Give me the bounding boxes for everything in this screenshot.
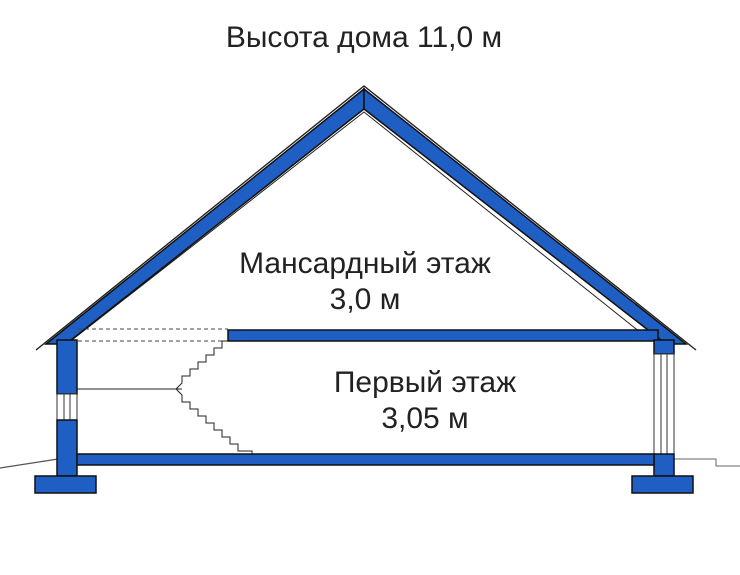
roof-rafter-left	[43, 87, 365, 345]
ground-floor-slab	[76, 453, 655, 466]
roof-inner-line	[71, 111, 651, 341]
left-wall	[34, 339, 97, 494]
left-foundation	[34, 475, 97, 494]
ground-line-left	[0, 458, 59, 469]
right-foundation	[631, 475, 694, 494]
left-wall-upper	[56, 339, 78, 395]
roof-outer-line	[35, 85, 697, 351]
right-wall-top	[653, 339, 675, 355]
stair-opening-dashed	[78, 328, 228, 342]
right-wall	[631, 339, 694, 494]
roof-rafter-right	[363, 87, 689, 345]
attic-floor-height: 3,0 м	[330, 283, 401, 316]
right-wall-lower	[653, 453, 675, 477]
attic-floor-slab	[227, 329, 659, 342]
right-window	[653, 353, 675, 455]
left-window	[56, 393, 78, 421]
left-wall-lower	[56, 419, 78, 477]
ground-line-right	[672, 458, 740, 467]
first-floor-name: Первый этаж	[334, 366, 516, 399]
attic-floor-name: Мансардный этаж	[239, 247, 491, 280]
house-height-title: Высота дома 11,0 м	[226, 21, 502, 54]
first-floor-height: 3,05 м	[381, 402, 468, 435]
staircase	[175, 340, 253, 454]
